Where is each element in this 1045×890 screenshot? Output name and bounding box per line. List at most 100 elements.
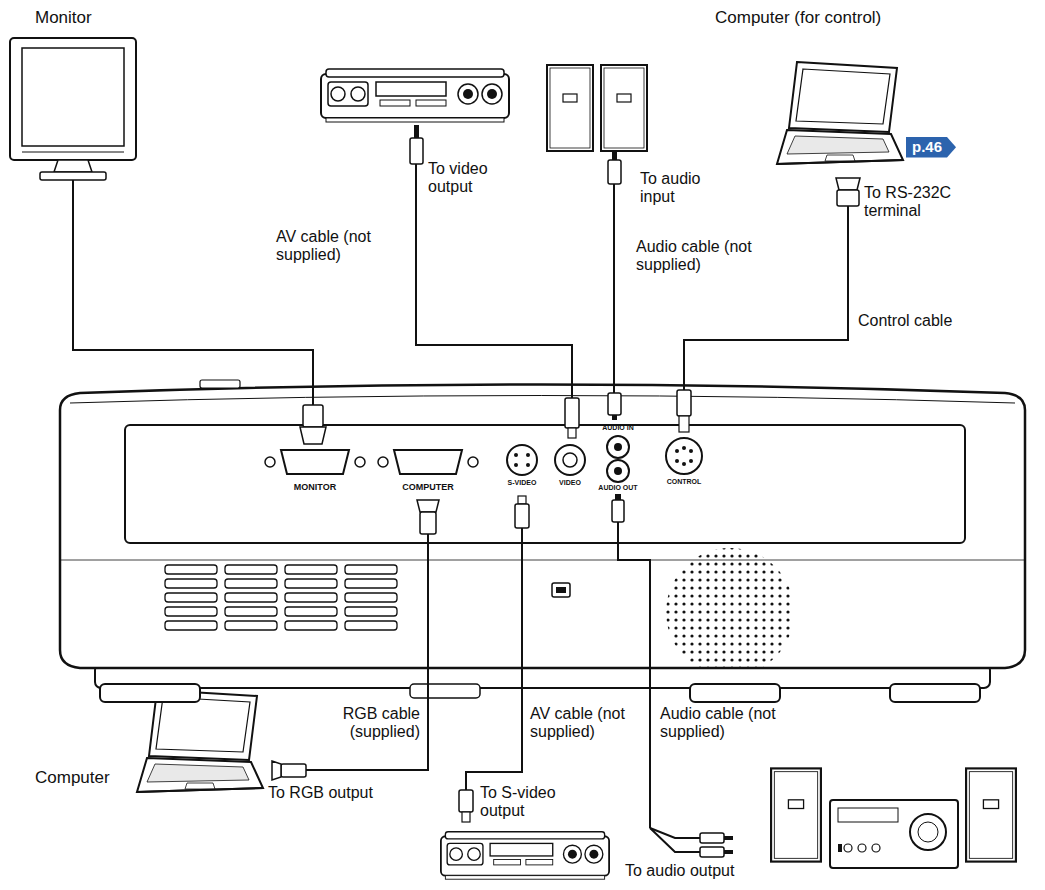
plug-drawing-part — [615, 494, 621, 500]
port-drawing-part — [614, 467, 622, 475]
port-drawing-part — [281, 450, 349, 474]
connection-label: To audio input — [640, 170, 720, 207]
page-reference-badge: p.46 — [906, 137, 956, 158]
video-deck-drawing-part — [321, 69, 509, 122]
port-drawing-part — [355, 457, 365, 467]
port-drawing-part — [682, 462, 686, 466]
port-drawing-part — [666, 438, 702, 474]
connection-label: To RGB output — [268, 784, 408, 802]
projector-drawing-part — [70, 396, 1015, 404]
port-drawing-part — [607, 460, 629, 482]
plug-drawing-part — [700, 833, 724, 843]
port-drawing-part — [675, 449, 679, 453]
speaker-drawing-part — [601, 65, 647, 151]
projector-drawing-part-part — [285, 565, 337, 574]
monitor-drawing-part — [10, 38, 136, 160]
projector-drawing-part-part — [345, 565, 397, 574]
device-label: Computer (for control) — [715, 8, 955, 28]
plug-drawing-part — [724, 850, 733, 854]
cable-drawing-part — [416, 164, 572, 398]
connection-label: To RS-232C terminal — [864, 184, 974, 221]
plug-drawing-part — [518, 496, 526, 504]
port-label: COMPUTER — [383, 482, 473, 492]
projector-drawing-part — [165, 565, 397, 630]
connection-label: To S-video output — [480, 784, 572, 821]
badge-text: p.46 — [912, 138, 942, 155]
port-drawing-part — [689, 459, 693, 463]
stereo-drawing-part — [838, 844, 842, 852]
speaker-drawing — [547, 65, 647, 184]
port-drawing-part — [514, 453, 518, 457]
projector-drawing-part-part — [165, 607, 217, 616]
projector-drawing-part-part — [165, 579, 217, 588]
video-deck-drawing — [321, 69, 509, 164]
plug-drawing-part — [459, 790, 473, 812]
video-deck-drawing-part — [410, 138, 423, 164]
plug-drawing-part — [272, 761, 281, 780]
laptop-drawing-part — [137, 690, 263, 792]
monitor-drawing-part — [54, 160, 92, 172]
projector-drawing-part-part — [345, 579, 397, 588]
projector-drawing-part-part — [285, 579, 337, 588]
projector-drawing-part — [200, 380, 240, 388]
cable-drawing — [73, 164, 848, 852]
stereo-drawing-part — [830, 800, 958, 868]
port-drawing-part — [394, 450, 462, 474]
cable-drawing-part — [650, 828, 700, 852]
projector-drawing-part-part — [285, 621, 337, 630]
stereo-drawing-part — [858, 844, 866, 852]
projector-drawing-part-part — [225, 579, 277, 588]
port-drawing-part — [563, 453, 577, 467]
port-drawing-part — [675, 459, 679, 463]
stereo-drawing — [771, 768, 1016, 868]
speaker-drawing-part — [547, 65, 593, 151]
cable-drawing-part — [306, 534, 428, 770]
plug-drawing-part — [677, 390, 691, 416]
port-label: CONTROL — [649, 478, 719, 486]
projector-drawing-part — [666, 548, 794, 676]
video-deck-drawing-part — [441, 832, 609, 879]
port-label: S-VIDEO — [492, 479, 552, 487]
projector-drawing-part — [552, 583, 570, 597]
stereo-drawing-part — [872, 844, 880, 852]
plug-drawing-part — [417, 500, 439, 512]
projector-drawing-part-part — [225, 593, 277, 602]
monitor-drawing-part — [40, 172, 106, 180]
projector-drawing-part-part — [285, 593, 337, 602]
projector-drawing-part-part — [165, 593, 217, 602]
projector-drawing-part-part — [225, 565, 277, 574]
port-drawing-part — [689, 449, 693, 453]
video-deck-drawing-part — [414, 125, 419, 138]
port-drawing-part — [526, 453, 530, 457]
video-deck-drawing — [441, 832, 609, 879]
stereo-drawing-part — [771, 768, 821, 861]
projector-drawing-part — [690, 684, 780, 702]
port-drawing-part — [614, 443, 622, 451]
stereo-drawing-part — [844, 844, 852, 852]
cable-label: Audio cable (not supplied) — [660, 705, 792, 742]
connection-label: To video output — [428, 160, 504, 197]
cable-label: RGB cable (supplied) — [332, 705, 420, 742]
cable-label: Audio cable (not supplied) — [636, 238, 776, 275]
plug-drawing-part — [303, 405, 323, 427]
speaker-drawing-part — [608, 160, 621, 184]
port-label: AUDIO IN — [588, 424, 648, 432]
laptop-drawing-part — [836, 178, 860, 190]
port-drawing-part — [514, 463, 518, 467]
projector-drawing-part-part — [285, 607, 337, 616]
laptop-drawing — [137, 690, 263, 792]
projector-drawing-part — [100, 684, 200, 702]
laptop-drawing-part — [837, 190, 859, 206]
plug-drawing-part — [568, 428, 576, 438]
cable-label: AV cable (not supplied) — [530, 705, 642, 742]
speaker-drawing-part — [612, 152, 617, 160]
monitor-drawing — [10, 38, 136, 180]
plug-drawing-part — [281, 764, 306, 777]
connection-label: To audio output — [625, 862, 785, 880]
plug-drawing-part — [565, 398, 579, 428]
port-label: AUDIO OUT — [583, 484, 653, 492]
port-drawing-part — [507, 445, 537, 475]
device-label: Monitor — [35, 8, 145, 28]
